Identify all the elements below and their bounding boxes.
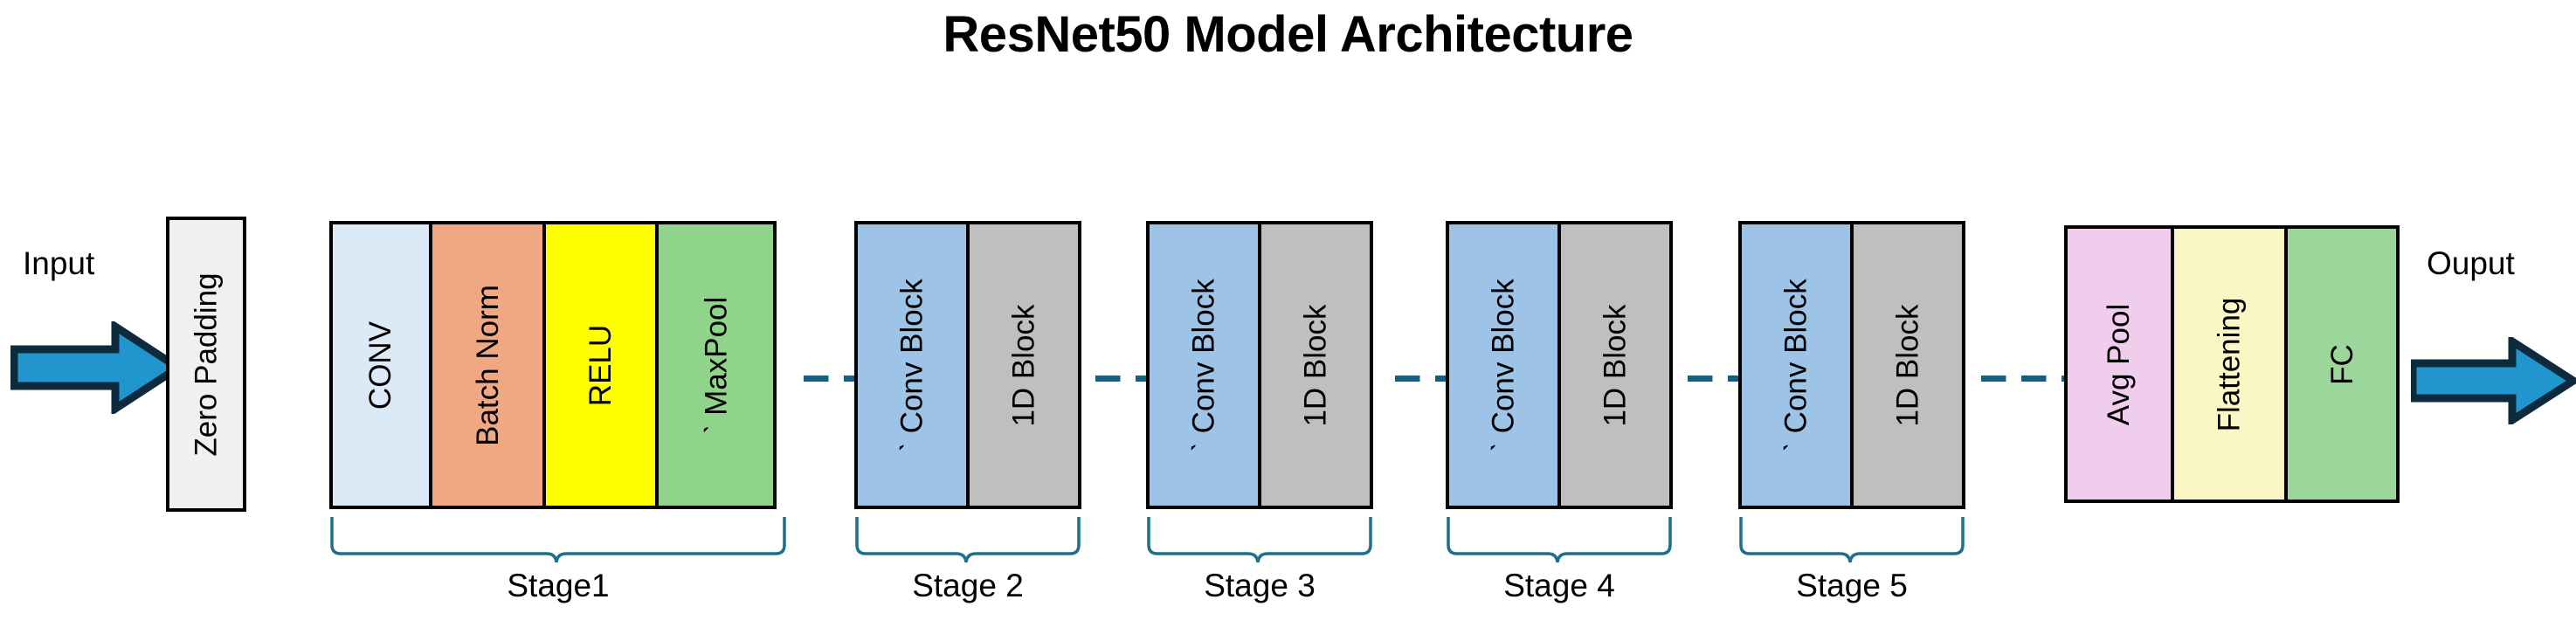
- group-stage-5: ˋ Conv Block 1D Block: [1738, 221, 1965, 509]
- group-stage-4: ˋ Conv Block 1D Block: [1446, 221, 1673, 509]
- layer-label: 1D Block: [1298, 303, 1333, 427]
- layer-label: ˋ Conv Block: [894, 278, 929, 452]
- stage-label-1: Stage1: [507, 568, 610, 603]
- brace-stage-5: [1738, 515, 1965, 564]
- output-arrow-icon: [2408, 334, 2576, 428]
- stage-label-5: Stage 5: [1796, 568, 1908, 603]
- layer-label: Avg Pool: [2102, 303, 2137, 425]
- stage-label-3: Stage 3: [1204, 568, 1316, 603]
- layer-conv-block[interactable]: ˋ Conv Block: [854, 221, 970, 509]
- layer-label: 1D Block: [1890, 303, 1925, 427]
- group-stage-1: CONV Batch Norm RELU ˋ MaxPool: [329, 221, 777, 509]
- layer-conv-block[interactable]: ˋ Conv Block: [1446, 221, 1561, 509]
- group-zero-padding: Zero Padding: [166, 217, 246, 512]
- layer-label: RELU: [584, 324, 618, 406]
- layer-label: Flattening: [2212, 297, 2247, 431]
- group-stage-3: ˋ Conv Block 1D Block: [1146, 221, 1373, 509]
- layer-label: ˋ Conv Block: [1778, 278, 1813, 452]
- layer-batch-norm[interactable]: Batch Norm: [429, 221, 546, 509]
- layer-label: ˋ Conv Block: [1186, 278, 1221, 452]
- layer-label: 1D Block: [1598, 303, 1633, 427]
- layer-flattening[interactable]: Flattening: [2171, 225, 2288, 503]
- layer-label: Batch Norm: [470, 284, 505, 446]
- layer-label: ˋ MaxPool: [699, 296, 733, 434]
- layer-relu[interactable]: RELU: [542, 221, 659, 509]
- layer-label: ˋ Conv Block: [1486, 278, 1521, 452]
- layer-id-block[interactable]: 1D Block: [1557, 221, 1673, 509]
- layer-conv-block[interactable]: ˋ Conv Block: [1146, 221, 1261, 509]
- page-title: ResNet50 Model Architecture: [943, 6, 1633, 63]
- layer-label: FC: [2324, 343, 2359, 385]
- brace-stage-1: [329, 515, 787, 564]
- input-arrow-icon: [10, 319, 186, 417]
- output-label: Ouput: [2427, 245, 2515, 281]
- layer-avg-pool[interactable]: Avg Pool: [2064, 225, 2174, 503]
- brace-stage-2: [854, 515, 1081, 564]
- layer-id-block[interactable]: 1D Block: [1850, 221, 1965, 509]
- layer-conv[interactable]: CONV: [329, 221, 432, 509]
- stage-label-4: Stage 4: [1503, 568, 1615, 603]
- layer-label: Zero Padding: [189, 272, 224, 457]
- brace-stage-4: [1446, 515, 1673, 564]
- group-stage-2: ˋ Conv Block 1D Block: [854, 221, 1081, 509]
- layer-fc[interactable]: FC: [2284, 225, 2400, 503]
- input-label: Input: [23, 245, 95, 281]
- connector-stage5-head: [1981, 376, 2103, 382]
- layer-conv-block[interactable]: ˋ Conv Block: [1738, 221, 1854, 509]
- layer-id-block[interactable]: 1D Block: [966, 221, 1081, 509]
- layer-label: CONV: [363, 320, 398, 410]
- stage-label-2: Stage 2: [912, 568, 1024, 603]
- layer-label: 1D Block: [1006, 303, 1041, 427]
- brace-stage-3: [1146, 515, 1373, 564]
- layer-maxpool[interactable]: ˋ MaxPool: [655, 221, 777, 509]
- layer-zero-padding[interactable]: Zero Padding: [166, 217, 246, 512]
- layer-id-block[interactable]: 1D Block: [1258, 221, 1373, 509]
- group-head: Avg Pool Flattening FC: [2064, 225, 2400, 503]
